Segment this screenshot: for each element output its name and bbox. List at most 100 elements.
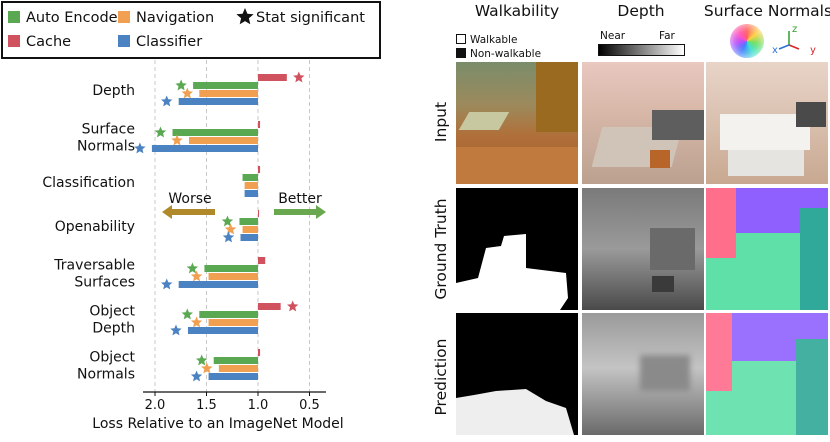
category-label-line: Depth (92, 83, 135, 99)
bar-classifier-2 (244, 190, 258, 197)
significance-star-cache-5 (287, 300, 299, 312)
legend-swatch-classifier (118, 35, 130, 47)
bar-navigation-0 (199, 90, 258, 97)
bar-cache-4 (258, 257, 266, 264)
bar-cache-0 (258, 74, 287, 81)
bar-cache-6 (258, 349, 261, 356)
category-label-line: Depth (92, 321, 135, 337)
bar-cache-1 (258, 121, 261, 128)
axis-z-label: z (792, 24, 798, 35)
category-label-line: Object (89, 350, 135, 366)
bar-classifier-0 (178, 98, 258, 105)
bar-navigation-1 (188, 137, 258, 144)
input-photo-depth (582, 62, 704, 184)
bar-cache-3 (258, 210, 260, 217)
worse-label: Worse (168, 191, 211, 207)
column-title-depth: Depth (617, 2, 665, 20)
bar-cache-5 (258, 303, 281, 310)
bar-classifier-4 (178, 281, 258, 288)
x-axis-label: Loss Relative to an ImageNet Model (92, 416, 343, 432)
walkability-legend: Walkable Non-walkable (456, 33, 541, 61)
significance-star-navigation-4 (190, 270, 203, 282)
x-tick-label-3: 0.5 (299, 398, 320, 413)
prediction-depth (582, 313, 704, 435)
significance-star-auto-encoder-5 (181, 308, 193, 320)
significance-star-classifier-4 (161, 278, 173, 290)
legend-label-classifier: Classifier (136, 34, 202, 50)
bar-navigation-2 (244, 182, 258, 189)
significance-star-navigation-1 (171, 134, 183, 146)
xyz-axes-icon (778, 31, 800, 50)
category-label-line: Object (89, 304, 135, 320)
input-photo-walkability (456, 62, 578, 184)
category-label-line: Classification (42, 175, 135, 191)
bar-auto-encoder-0 (193, 82, 258, 89)
non-walkable-label: Non-walkable (470, 48, 542, 60)
significance-star-navigation-5 (190, 316, 203, 328)
significance-star-classifier-5 (170, 324, 182, 336)
better-arrow-icon (274, 205, 326, 219)
significance-star-navigation-0 (181, 87, 193, 99)
legend-label-auto-encoder: Auto Encoder (26, 10, 124, 26)
category-label-2: Classification (42, 175, 135, 191)
category-label-line: Surface (82, 122, 135, 138)
bar-classifier-3 (240, 234, 258, 241)
depth-gradient-bar (598, 44, 685, 56)
prediction-normals (706, 313, 828, 435)
bar-navigation-3 (242, 226, 258, 233)
significance-star-cache-0 (293, 71, 305, 83)
significance-star-classifier-3 (222, 231, 235, 243)
depth-far-label: Far (659, 30, 675, 42)
ground-truth-walkability (456, 188, 578, 310)
significance-star-auto-encoder-0 (175, 79, 187, 91)
depth-near-label: Near (600, 30, 626, 42)
column-title-walkability: Walkability (474, 2, 560, 20)
legend-label-stat-significant: Stat significant (256, 10, 365, 26)
significance-star-auto-encoder-6 (196, 354, 208, 366)
row-title-ground-truth: Ground Truth (432, 198, 450, 300)
row-title-prediction: Prediction (432, 338, 450, 416)
prediction-walkability (456, 313, 578, 435)
walkable-label: Walkable (470, 34, 518, 46)
legend-box (1, 1, 381, 59)
significance-star-classifier-0 (161, 95, 173, 107)
x-tick-label-2: 1.0 (248, 398, 269, 413)
significance-star-classifier-1 (134, 142, 146, 154)
category-label-3: Openability (55, 219, 135, 235)
category-label-line: Normals (77, 139, 135, 155)
category-label-line: Surfaces (74, 275, 135, 291)
bar-cache-2 (258, 166, 261, 173)
significance-star-auto-encoder-1 (154, 126, 167, 138)
walkable-swatch (456, 34, 466, 44)
better-label: Better (278, 191, 322, 207)
bar-auto-encoder-4 (204, 265, 258, 272)
category-label-line: Traversable (53, 258, 135, 274)
bar-auto-encoder-5 (199, 311, 258, 318)
bar-classifier-6 (208, 373, 258, 380)
axis-y-label: y (810, 45, 816, 56)
bar-navigation-4 (208, 273, 258, 280)
bar-classifier-1 (151, 145, 258, 152)
significance-star-classifier-6 (190, 370, 203, 382)
significance-star-navigation-3 (224, 223, 237, 235)
non-walkable-swatch (456, 48, 466, 58)
x-tick-label-0: 2.0 (145, 398, 166, 413)
ground-truth-depth (582, 188, 704, 310)
axis-x-label: x (772, 45, 778, 56)
bar-auto-encoder-3 (239, 218, 258, 225)
legend-swatch-navigation (118, 11, 130, 23)
legend-swatch-auto-encoder (8, 11, 20, 23)
bar-auto-encoder-6 (213, 357, 258, 364)
significance-star-auto-encoder-4 (186, 262, 199, 274)
input-photo-normals (706, 62, 828, 184)
ground-truth-normals (706, 188, 828, 310)
significance-star-auto-encoder-3 (221, 215, 234, 227)
legend-label-navigation: Navigation (136, 10, 214, 26)
category-label-line: Openability (55, 219, 135, 235)
normal-sphere-icon (730, 24, 764, 58)
row-title-input: Input (432, 101, 450, 143)
non-walkable-legend-entry: Non-walkable (456, 47, 541, 61)
